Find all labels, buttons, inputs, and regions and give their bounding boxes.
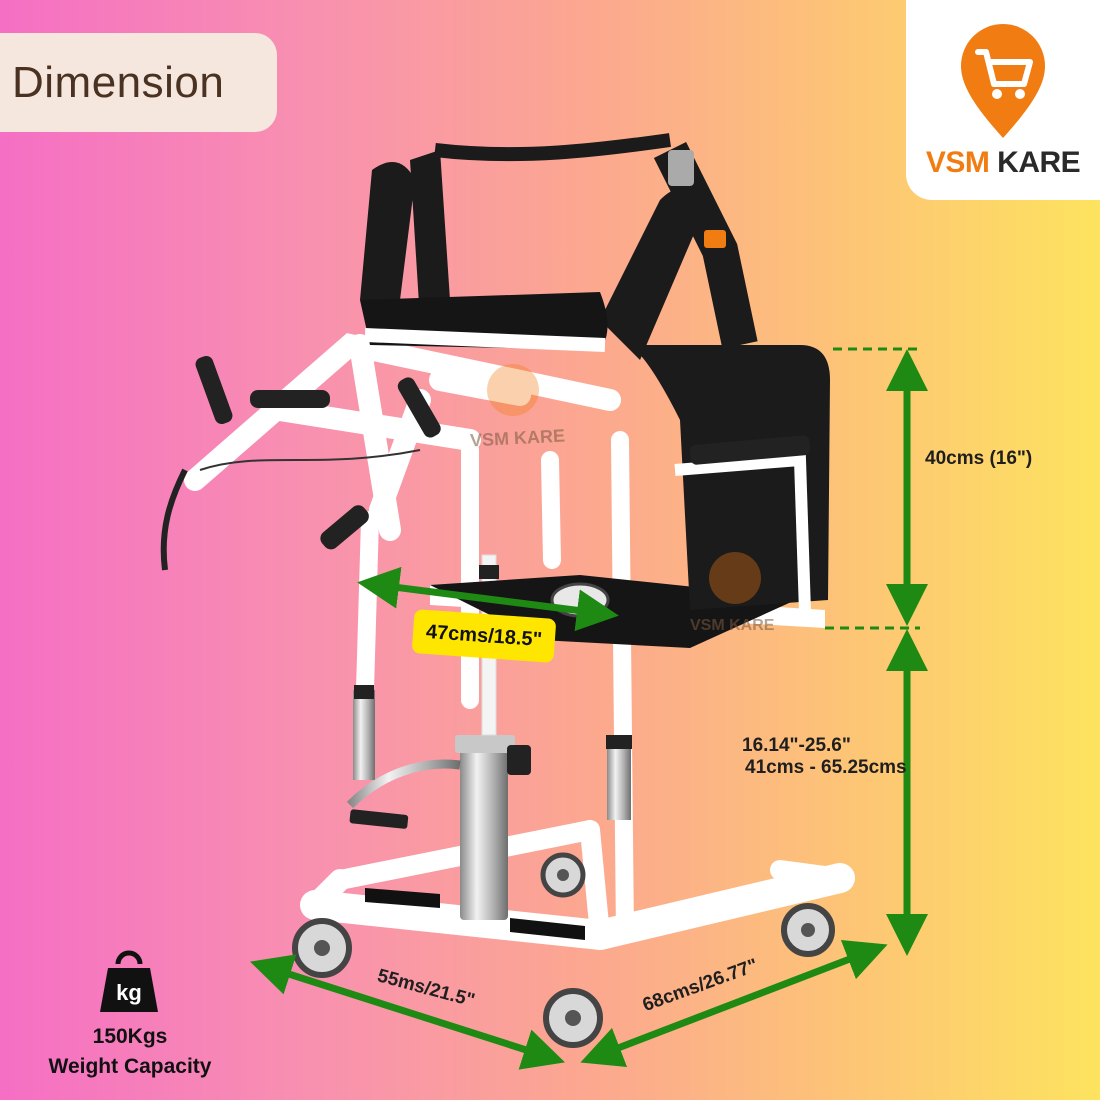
strap [434,133,671,162]
page-title: Dimension [12,57,225,107]
seat-height-cms-label: 41cms - 65.25cms [745,757,907,778]
brand-name-part2: KARE [997,146,1081,179]
capacity-value: 150Kgs [92,1025,168,1048]
guide-lines [825,347,920,630]
base-length-arrow [580,939,888,1068]
brand-name: VSM KARE [906,146,1100,180]
front-handle [320,505,369,550]
left-arm-pad [360,162,415,310]
kg-icon-text: kg [116,980,142,1005]
back-height-label: 40cms (16") [925,448,1033,469]
hydraulic-cylinder [460,735,508,920]
brand-name-part1: VSM [925,146,990,179]
watermark-2: VSM KARE [690,617,775,634]
seat-height-inches-label: 16.14"-25.6" [742,735,851,756]
left-handle [195,356,233,424]
base-width-arrow [249,954,566,1070]
width-arrow [357,566,619,632]
dimension-arrows [249,349,928,1070]
caster-wheels [292,852,835,1048]
backrest [630,345,830,610]
capacity-block: 150Kgs Weight Capacity [40,1022,220,1082]
brand-logo: VSM KARE [906,0,1100,200]
right-arm-pad [600,188,700,360]
title-badge: Dimension [0,33,277,132]
weight-kg-icon: kg [100,950,158,1012]
capacity-label: Weight Capacity [48,1055,212,1078]
lifting-arms [184,333,621,541]
cart-pin-icon [961,24,1045,138]
